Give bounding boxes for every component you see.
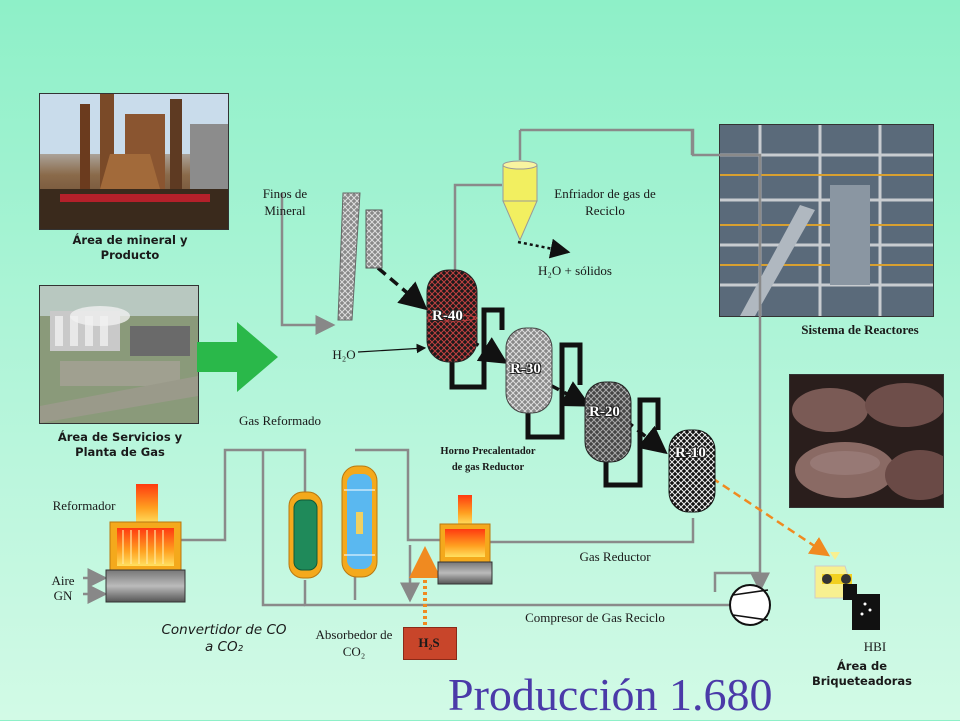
air-label: Aire [51,573,75,588]
briquetting-area-caption: Área de Briqueteadoras [811,659,913,688]
briquetting-machine [814,552,880,630]
hbi-label: HBI [863,639,887,654]
reactor-r40-label: R-40 [432,308,463,324]
reactor-r10 [668,429,716,513]
reactor-system-caption: Sistema de Reactores [801,322,919,337]
co-converter-label: Convertidor de CO a CO₂ [161,622,287,655]
co2-absorber-label: Absorbedor de CO₂ [315,627,393,659]
heater-label: Horno Precalentador de gas Reductor [440,446,536,473]
h2s-box [403,627,457,660]
compressor-label: Compresor de Gas Reciclo [525,610,665,625]
hbi-briquettes-photo [789,374,944,508]
gray-pipes [181,128,770,607]
reformer-label: Reformador [52,498,116,513]
production-title: Producción 1.680 [448,669,773,720]
feed-bin [365,209,383,269]
ore-fines-label: Finos de Mineral [262,186,308,218]
co2-absorber [341,465,378,578]
reactor-r10-label: R-10 [675,445,706,461]
reactor-r20-label: R-20 [589,404,620,420]
mineral-area-caption: Área de mineral y Producto [72,233,188,262]
reactor-r40 [426,269,478,363]
reducing-gas-label: Gas Reductor [579,549,651,564]
h2s-label: H₂S [418,635,440,650]
water-solids-label: H₂O + sólidos [538,263,612,278]
cooler-label: Enfriador de gas de Reciclo [554,186,656,218]
green-flow-arrow [197,322,278,392]
reformed-gas-label: Gas Reformado [239,413,321,428]
mineral-area-photo [39,93,229,230]
services-area-caption: Área de Servicios y Planta de Gas [57,430,183,459]
water-label: H₂O [332,347,356,362]
reducing-gas-heater [437,495,493,585]
reformer-furnace [105,484,186,603]
ore-feed-hopper [337,192,361,321]
services-area-photo [39,285,199,424]
natural-gas-label: GN [53,588,73,603]
reactor-r30-label: R-30 [510,361,541,377]
recycle-gas-compressor [729,584,771,626]
reactor-r20 [584,381,632,463]
recycle-gas-cooler [502,160,538,242]
co-converter [288,491,323,579]
reactor-r30 [505,327,553,414]
